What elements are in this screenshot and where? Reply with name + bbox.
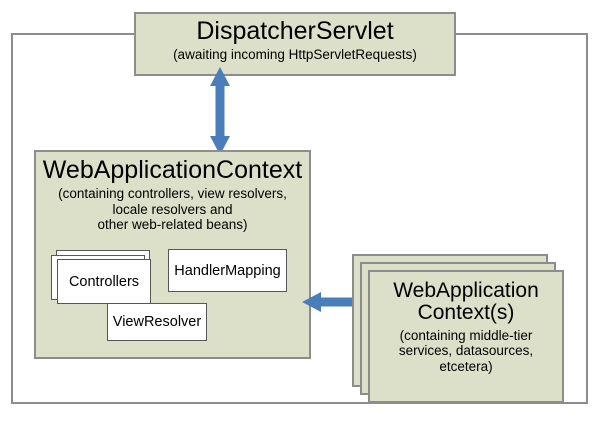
handler-mapping-label: HandlerMapping: [174, 262, 281, 279]
subtitle-line: other web-related beans): [97, 217, 248, 233]
controllers-label: Controllers: [68, 273, 140, 290]
application-contexts-title: WebApplication Context(s): [370, 280, 562, 324]
vertical-double-arrow-icon: [206, 67, 234, 155]
subtitle-line: (containing controllers, view resolvers,: [58, 186, 287, 201]
subtitle-line: services, datasources,: [398, 343, 534, 359]
subtitle-line: etcetera): [439, 358, 493, 374]
handler-mapping-box[interactable]: HandlerMapping: [168, 249, 287, 292]
web-application-context-subtitle: (containing controllers, view resolvers,…: [36, 186, 309, 233]
dispatcher-servlet-subtitle: (awaiting incoming HttpServletRequests): [173, 47, 417, 62]
title-line: WebApplication: [393, 279, 539, 302]
subtitle-line: locale resolvers and: [112, 201, 233, 217]
subtitle-line: (containing middle-tier: [399, 327, 533, 343]
web-application-context-title: WebApplicationContext: [42, 156, 303, 184]
dispatcher-servlet-title: DispatcherServlet: [196, 17, 394, 45]
title-line: Context(s): [417, 300, 515, 324]
dispatcher-servlet-box[interactable]: DispatcherServlet (awaiting incoming Htt…: [134, 12, 456, 76]
application-contexts-box[interactable]: WebApplication Context(s) (containing mi…: [368, 270, 564, 403]
view-resolver-label: ViewResolver: [112, 314, 202, 330]
controllers-box[interactable]: Controllers: [57, 259, 151, 304]
view-resolver-box[interactable]: ViewResolver: [107, 303, 207, 341]
application-contexts-subtitle: (containing middle-tier services, dataso…: [370, 328, 562, 375]
